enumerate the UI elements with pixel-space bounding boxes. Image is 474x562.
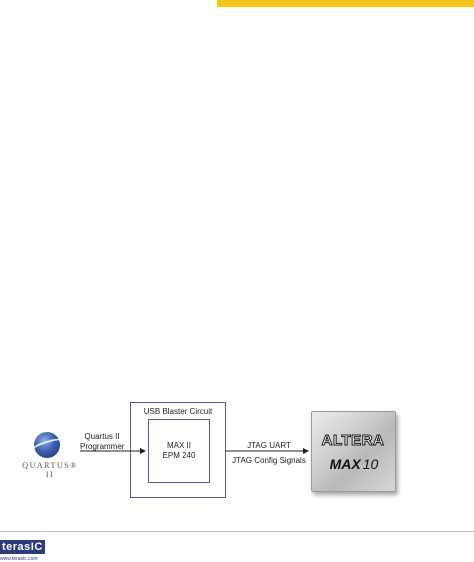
programmer-label-line2: Programmer xyxy=(80,442,125,451)
max2-line2: EPM 240 xyxy=(162,451,196,460)
max2-box xyxy=(148,419,210,483)
terasic-logo: terasIC www.terasic.com xyxy=(0,537,52,562)
max10-series: 10 xyxy=(362,456,379,472)
usb-blaster-title: USB Blaster Circuit xyxy=(143,407,213,416)
terasic-logo-mark: terasIC xyxy=(0,540,45,554)
quartus-logo: QUARTUS® II xyxy=(22,430,78,479)
quartus-globe-icon xyxy=(34,432,60,458)
max10-family: MAX xyxy=(329,456,361,472)
max2-label: MAX II EPM 240 xyxy=(148,441,210,461)
max2-line1: MAX II xyxy=(166,441,191,450)
programmer-label: Quartus II Programmer xyxy=(80,432,124,452)
header-accent-bar xyxy=(217,0,474,7)
programmer-label-line1: Quartus II xyxy=(84,432,120,441)
terasic-logo-url: www.terasic.com xyxy=(0,556,38,562)
quartus-logo-text: QUARTUS® II xyxy=(22,461,78,479)
usb-blaster-box xyxy=(130,402,226,498)
footer-divider xyxy=(0,531,474,532)
altera-logo: ALTERA xyxy=(321,432,385,450)
signal-bottom-label: JTAG Config Signals xyxy=(232,456,306,465)
signal-top-label: JTAG UART xyxy=(247,441,291,450)
